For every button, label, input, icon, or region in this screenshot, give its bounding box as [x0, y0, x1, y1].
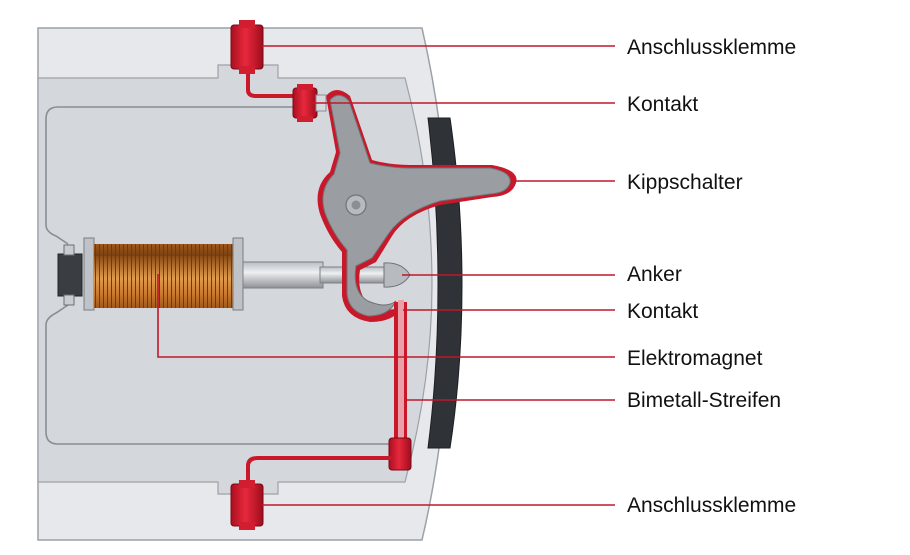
label-contact-bottom: Kontakt: [627, 300, 698, 323]
label-armature: Anker: [627, 263, 682, 286]
labels: Anschlussklemme Kontakt Kippschalter Ank…: [627, 36, 796, 517]
label-terminal-top: Anschlussklemme: [627, 36, 796, 59]
coil-flange-left: [83, 237, 95, 311]
label-bimetal-strip: Bimetall-Streifen: [627, 389, 781, 412]
label-toggle-switch: Kippschalter: [627, 171, 743, 194]
coil-core-block: [57, 253, 83, 297]
copper-coil: [94, 244, 234, 308]
plunger: [242, 261, 387, 289]
terminal-top: [230, 20, 264, 74]
leader-lines: [157, 45, 615, 506]
label-terminal-bottom: Anschlussklemme: [627, 494, 796, 517]
electromagnet: [57, 237, 244, 311]
label-contact-top: Kontakt: [627, 93, 698, 116]
bimetal-strip: [246, 300, 412, 486]
coil-wiring: [45, 106, 390, 445]
coil-flange-right: [232, 237, 244, 311]
label-electromagnet: Elektromagnet: [627, 347, 763, 370]
toggle-switch: [317, 90, 517, 322]
terminal-bottom: [230, 480, 264, 530]
